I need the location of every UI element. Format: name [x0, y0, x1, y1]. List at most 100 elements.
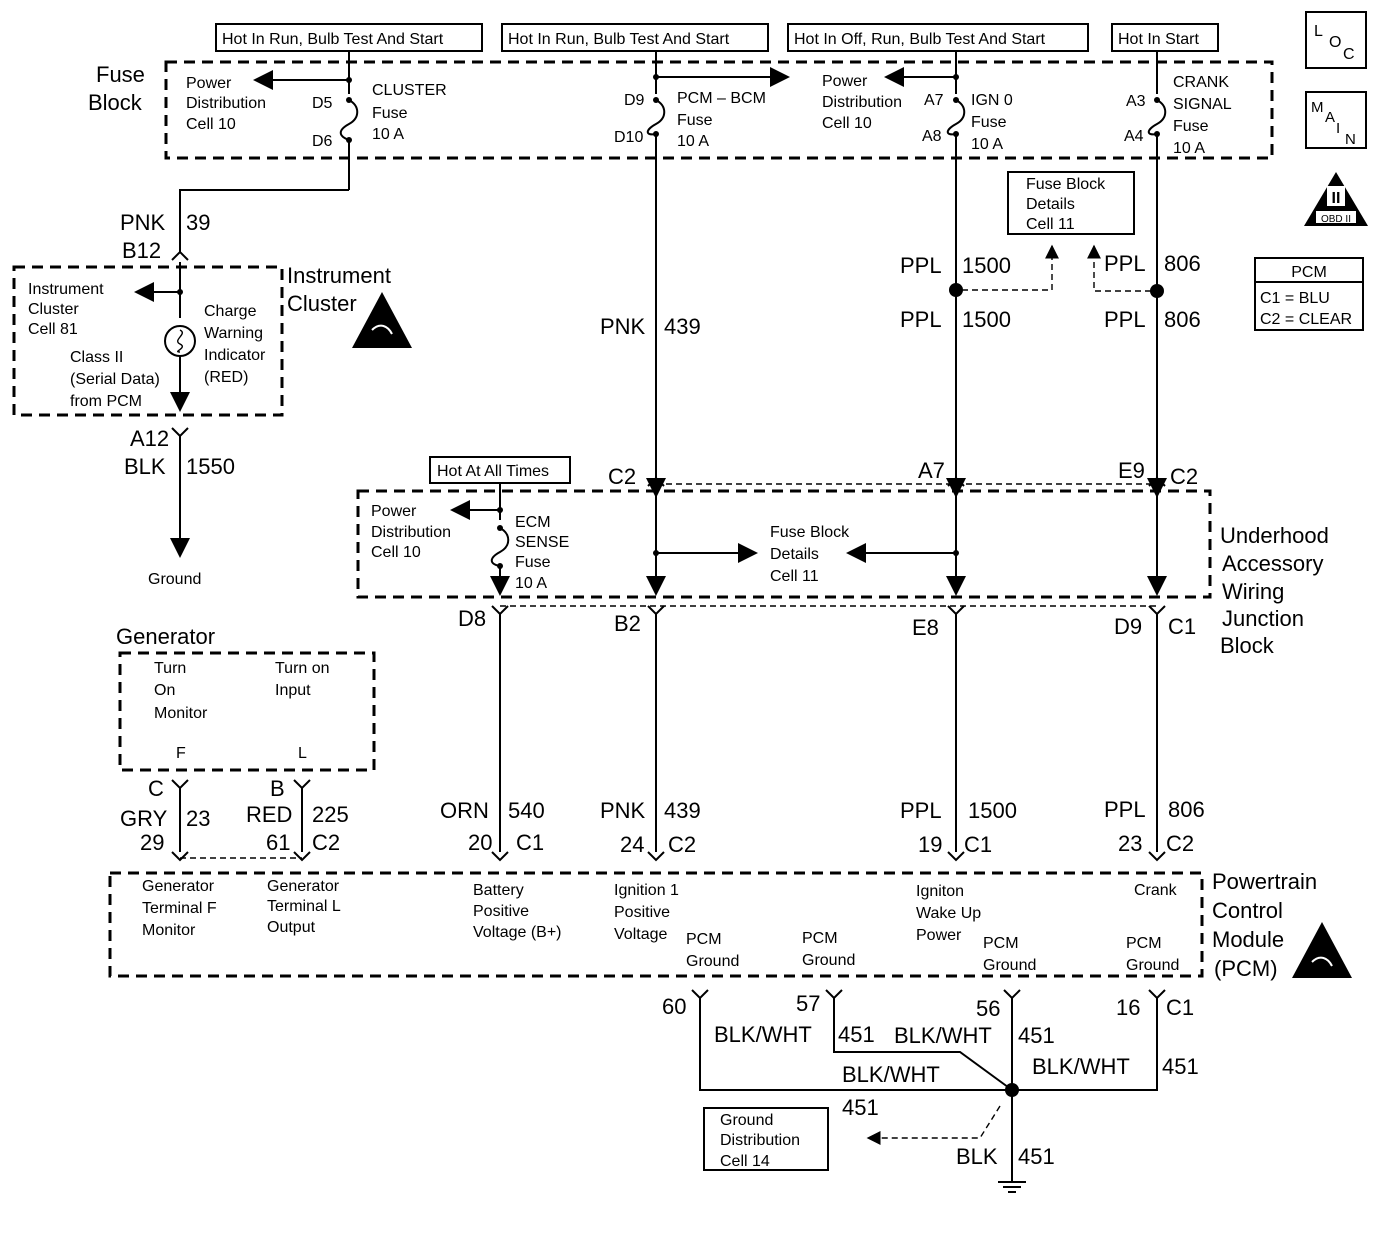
svg-text:B: B: [270, 776, 285, 801]
svg-text:A4: A4: [1124, 128, 1144, 145]
svg-text:451: 451: [842, 1095, 879, 1120]
svg-text:ORN: ORN: [440, 798, 489, 823]
svg-text:Wiring: Wiring: [1222, 579, 1284, 604]
svg-text:PCM – BCM: PCM – BCM: [677, 90, 766, 107]
svg-text:C: C: [1343, 46, 1355, 63]
svg-text:1500: 1500: [962, 253, 1011, 278]
svg-text:C2: C2: [608, 464, 636, 489]
svg-text:10 A: 10 A: [372, 126, 404, 143]
obd-ii-icon[interactable]: II OBD II: [1304, 172, 1368, 226]
svg-text:L: L: [1314, 23, 1323, 40]
svg-text:PCM: PCM: [1291, 264, 1327, 281]
svg-text:C2: C2: [668, 832, 696, 857]
svg-text:RED: RED: [246, 802, 292, 827]
svg-text:451: 451: [1018, 1023, 1055, 1048]
svg-text:540: 540: [508, 798, 545, 823]
svg-text:(PCM): (PCM): [1214, 956, 1278, 981]
svg-text:439: 439: [664, 314, 701, 339]
svg-text:39: 39: [186, 210, 210, 235]
svg-text:Hot In Run, Bulb Test And Star: Hot In Run, Bulb Test And Start: [508, 31, 730, 48]
svg-text:60: 60: [662, 994, 686, 1019]
svg-text:PPL: PPL: [1104, 251, 1146, 276]
svg-text:29: 29: [140, 830, 164, 855]
svg-text:Terminal L: Terminal L: [267, 898, 341, 915]
svg-text:D9: D9: [624, 92, 645, 109]
svg-text:C2 = CLEAR: C2 = CLEAR: [1260, 311, 1352, 328]
svg-text:Cell 10: Cell 10: [371, 544, 421, 561]
svg-text:I: I: [1336, 120, 1340, 137]
svg-text:Power: Power: [822, 73, 868, 90]
svg-text:L: L: [298, 745, 307, 762]
svg-text:Power: Power: [916, 927, 962, 944]
svg-text:16: 16: [1116, 995, 1140, 1020]
svg-text:from PCM: from PCM: [70, 393, 142, 410]
svg-text:451: 451: [838, 1022, 875, 1047]
svg-text:Fuse: Fuse: [96, 62, 145, 87]
power-label-hot-start: Hot In Start: [1111, 23, 1219, 52]
svg-text:PPL: PPL: [900, 798, 942, 823]
svg-text:(RED): (RED): [204, 369, 248, 386]
svg-text:PNK: PNK: [600, 314, 646, 339]
ground-distribution-ref[interactable]: Ground Distribution Cell 14: [703, 1107, 829, 1171]
svg-text:D10: D10: [614, 129, 643, 146]
svg-text:Distribution: Distribution: [186, 95, 266, 112]
svg-text:Cell 11: Cell 11: [770, 568, 819, 585]
svg-text:806: 806: [1164, 307, 1201, 332]
svg-text:BLK/WHT: BLK/WHT: [714, 1022, 812, 1047]
svg-text:A7: A7: [924, 92, 944, 109]
svg-text:IGN 0: IGN 0: [971, 92, 1013, 109]
fuse-block-details-ref[interactable]: Fuse Block Details Cell 11: [1007, 171, 1135, 235]
underhood-junction-block: Hot At All Times C2 A7 E9 C2 Fuse Block …: [356, 456, 1329, 658]
svg-text:PPL: PPL: [900, 253, 942, 278]
svg-text:D8: D8: [458, 606, 486, 631]
svg-text:C2: C2: [312, 830, 340, 855]
wire-labels-lower: GRY 23 RED 225 ORN 540 PNK 439 PPL 1500 …: [120, 797, 1205, 857]
esd-warning-icon: [352, 292, 412, 348]
svg-text:Generator: Generator: [142, 878, 215, 895]
svg-text:Positive: Positive: [473, 903, 529, 920]
svg-text:Accessory: Accessory: [1222, 551, 1323, 576]
svg-text:C1: C1: [516, 830, 544, 855]
svg-text:Voltage: Voltage: [614, 926, 667, 943]
svg-text:Instrument: Instrument: [287, 263, 391, 288]
loc-icon[interactable]: L O C: [1305, 11, 1367, 69]
svg-text:GRY: GRY: [120, 806, 168, 831]
svg-text:Power: Power: [186, 75, 232, 92]
svg-text:24: 24: [620, 832, 644, 857]
svg-text:BLK/WHT: BLK/WHT: [894, 1023, 992, 1048]
svg-text:A12: A12: [130, 426, 169, 451]
svg-text:Fuse: Fuse: [515, 554, 551, 571]
svg-text:1500: 1500: [968, 798, 1017, 823]
svg-text:Cell 14: Cell 14: [720, 1153, 770, 1170]
svg-text:Junction: Junction: [1222, 606, 1304, 631]
svg-text:Generator: Generator: [267, 878, 340, 895]
svg-text:61: 61: [266, 830, 290, 855]
power-label-hot-run-2: Hot In Run, Bulb Test And Start: [501, 23, 769, 52]
svg-text:Turn on: Turn on: [275, 660, 330, 677]
svg-text:23: 23: [1118, 831, 1142, 856]
svg-text:O: O: [1329, 34, 1341, 51]
svg-text:PCM: PCM: [686, 931, 722, 948]
svg-text:Cell 11: Cell 11: [1026, 216, 1075, 233]
charge-warning-lamp-icon: [164, 325, 196, 357]
svg-text:Positive: Positive: [614, 904, 670, 921]
svg-text:E8: E8: [912, 615, 939, 640]
svg-text:II: II: [1332, 190, 1341, 207]
svg-text:C1: C1: [1166, 995, 1194, 1020]
svg-text:BLK/WHT: BLK/WHT: [842, 1062, 940, 1087]
svg-text:Ground: Ground: [686, 953, 739, 970]
svg-text:Igniton: Igniton: [916, 883, 964, 900]
svg-text:PPL: PPL: [1104, 797, 1146, 822]
pcm-connector-legend: PCM C1 = BLU C2 = CLEAR: [1254, 257, 1364, 331]
svg-text:Fuse: Fuse: [677, 112, 713, 129]
esd-warning-icon: [1292, 922, 1352, 978]
pcm-module: Generator Terminal F Monitor Generator T…: [108, 851, 1352, 981]
svg-text:C: C: [148, 776, 164, 801]
svg-text:1550: 1550: [186, 454, 235, 479]
main-icon[interactable]: M A I N: [1305, 91, 1367, 149]
svg-text:Charge: Charge: [204, 303, 257, 320]
svg-text:PCM: PCM: [802, 930, 838, 947]
svg-text:CRANK: CRANK: [1173, 74, 1229, 91]
svg-text:56: 56: [976, 996, 1000, 1021]
